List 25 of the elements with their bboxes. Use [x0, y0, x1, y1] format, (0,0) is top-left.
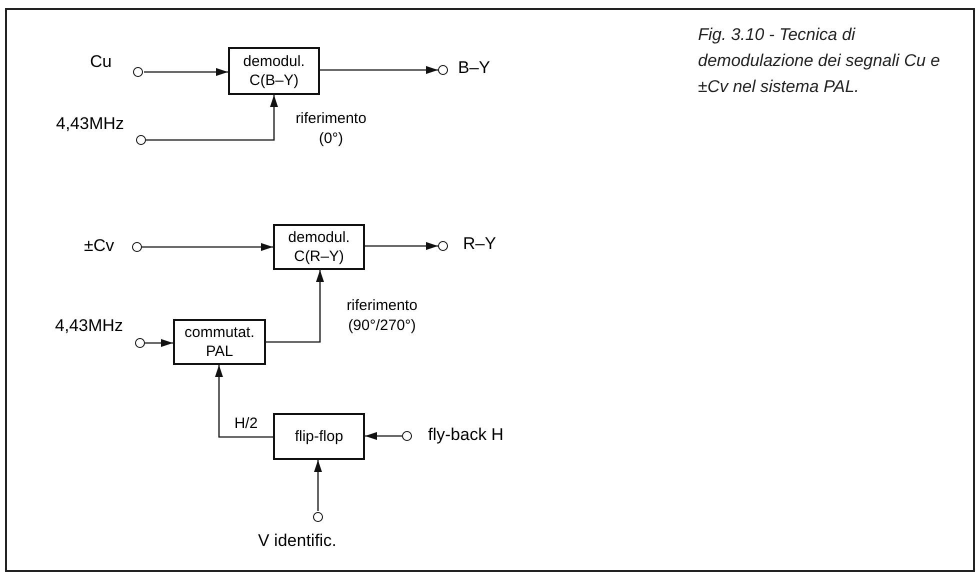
- figure-caption: Fig. 3.10 - Tecnica di demodulazione dei segnali Cu e ±Cv nel sistema PAL.: [698, 24, 941, 98]
- process-box: commutat. PAL: [173, 319, 266, 365]
- terminal-label: V identific.: [258, 531, 336, 551]
- process-box: demodul. C(B–Y): [228, 47, 320, 95]
- arrow: [142, 243, 273, 251]
- terminal-label: Cu: [90, 52, 112, 72]
- process-box: flip-flop: [273, 413, 365, 460]
- terminal-label: ±Cv: [84, 236, 114, 256]
- arrow: [266, 270, 324, 343]
- process-box: demodul. C(R–Y): [273, 224, 365, 270]
- terminal-label: fly-back H: [428, 425, 504, 445]
- terminal-label: B–Y: [458, 58, 490, 78]
- terminal-label: 4,43MHz: [55, 316, 124, 336]
- arrow: [145, 339, 173, 347]
- arrow: [314, 460, 322, 511]
- arrow: [365, 242, 438, 250]
- arrow: [365, 432, 402, 440]
- signal-terminal: [56, 114, 146, 145]
- arrow: [320, 66, 438, 74]
- signal-terminal: [55, 316, 145, 348]
- arrow: [215, 365, 273, 438]
- terminal-label: R–Y: [463, 234, 496, 254]
- terminal-label: 4,43MHz: [56, 114, 124, 134]
- arrow: [144, 68, 228, 76]
- arrow: [146, 95, 278, 141]
